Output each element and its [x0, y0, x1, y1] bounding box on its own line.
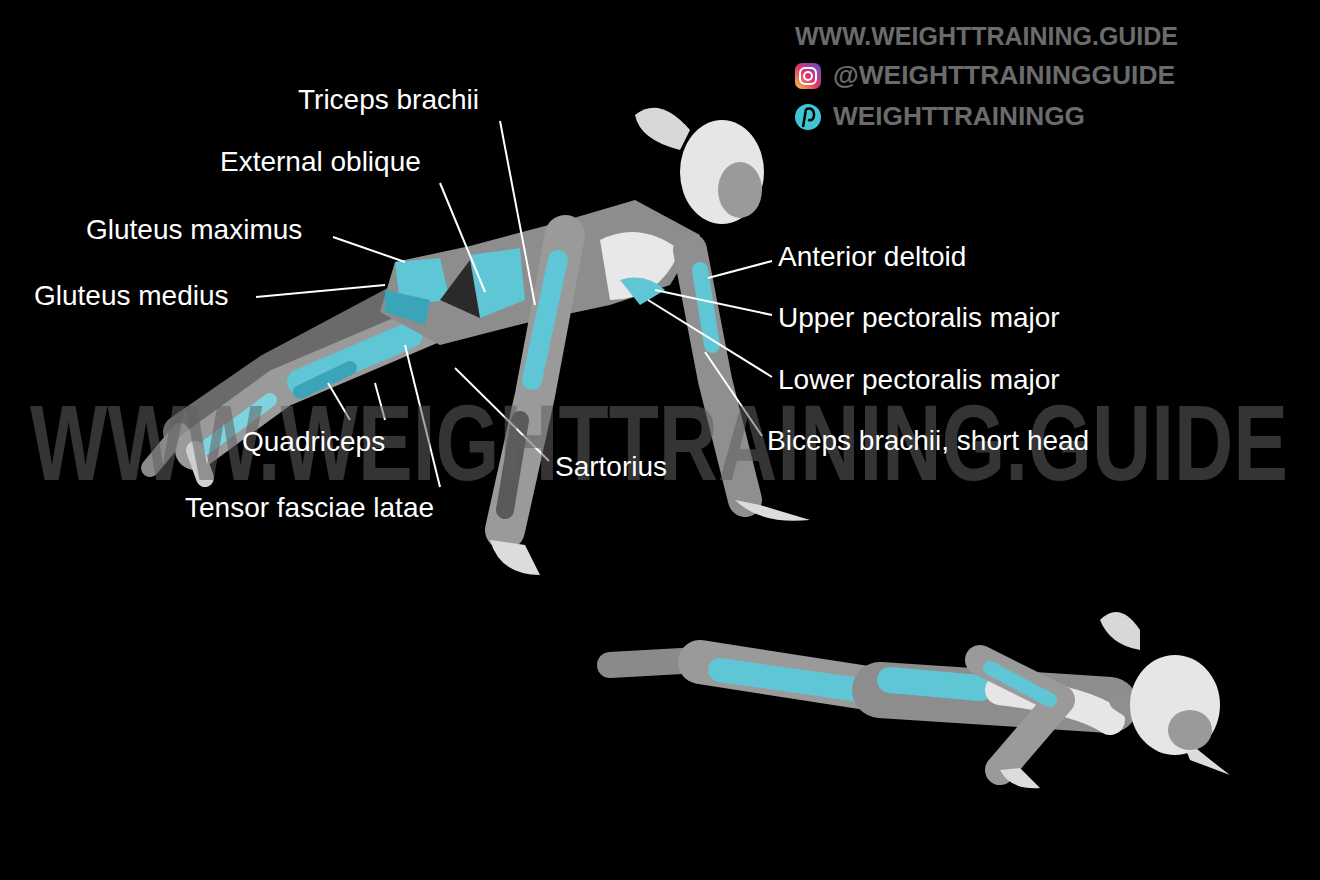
figure-part [990, 668, 1050, 700]
figure-part [804, 72, 812, 80]
figure-part [648, 300, 772, 377]
figure-part [470, 248, 525, 318]
figure-part [803, 109, 814, 127]
muscle-label: Biceps brachii, short head [767, 424, 1089, 458]
figure-part [532, 260, 558, 380]
muscle-label: Gluteus medius [34, 279, 229, 313]
instagram-handle: @WEIGHTTRAININGGUIDE [833, 60, 1175, 91]
muscle-label: Upper pectoralis major [778, 301, 1060, 335]
watermark: WWW.WEIGHTTRAINING.GUIDE [30, 378, 1288, 508]
pinterest-handle: WEIGHTTRAININGG [833, 101, 1085, 132]
figure-part [718, 162, 762, 218]
muscle-label: Sartorius [555, 450, 667, 484]
figure-part [1168, 710, 1212, 750]
pinterest-icon [795, 104, 821, 130]
figure-part [795, 104, 821, 130]
figure-part [708, 261, 772, 278]
figure-part [1000, 768, 1040, 788]
figure-part [1100, 612, 1140, 650]
muscle-label: Anterior deltoid [778, 240, 966, 274]
figure-part [680, 120, 764, 224]
figure-part [1130, 655, 1220, 755]
muscle-label: Triceps brachii [298, 83, 479, 117]
figure-part [720, 670, 860, 690]
figure-part [980, 660, 1060, 770]
figure-part [440, 260, 480, 318]
figure-part [385, 290, 430, 325]
muscle-label: Quadriceps [242, 425, 385, 459]
figure-part [795, 63, 821, 89]
figure-part [490, 540, 540, 575]
muscle-label: Lower pectoralis major [778, 363, 1060, 397]
site-url: WWW.WEIGHTTRAINING.GUIDE [795, 21, 1178, 52]
figure-part [500, 121, 535, 305]
figure-part [655, 290, 772, 315]
muscle-label: Gluteus maximus [86, 213, 302, 247]
figure-part [800, 68, 816, 84]
muscle-label: Tensor fasciae latae [185, 491, 434, 525]
pushup-down-figure [610, 612, 1230, 788]
instagram-icon [795, 63, 821, 89]
figure-part [635, 108, 690, 150]
muscle-label: External oblique [220, 145, 421, 179]
figure-part [333, 237, 405, 262]
figure-part [440, 183, 485, 292]
figure-part [256, 285, 385, 297]
figure-part [735, 500, 810, 521]
pushup-up-figure [150, 108, 810, 575]
figure-part [300, 335, 410, 382]
figure-part [890, 680, 980, 688]
